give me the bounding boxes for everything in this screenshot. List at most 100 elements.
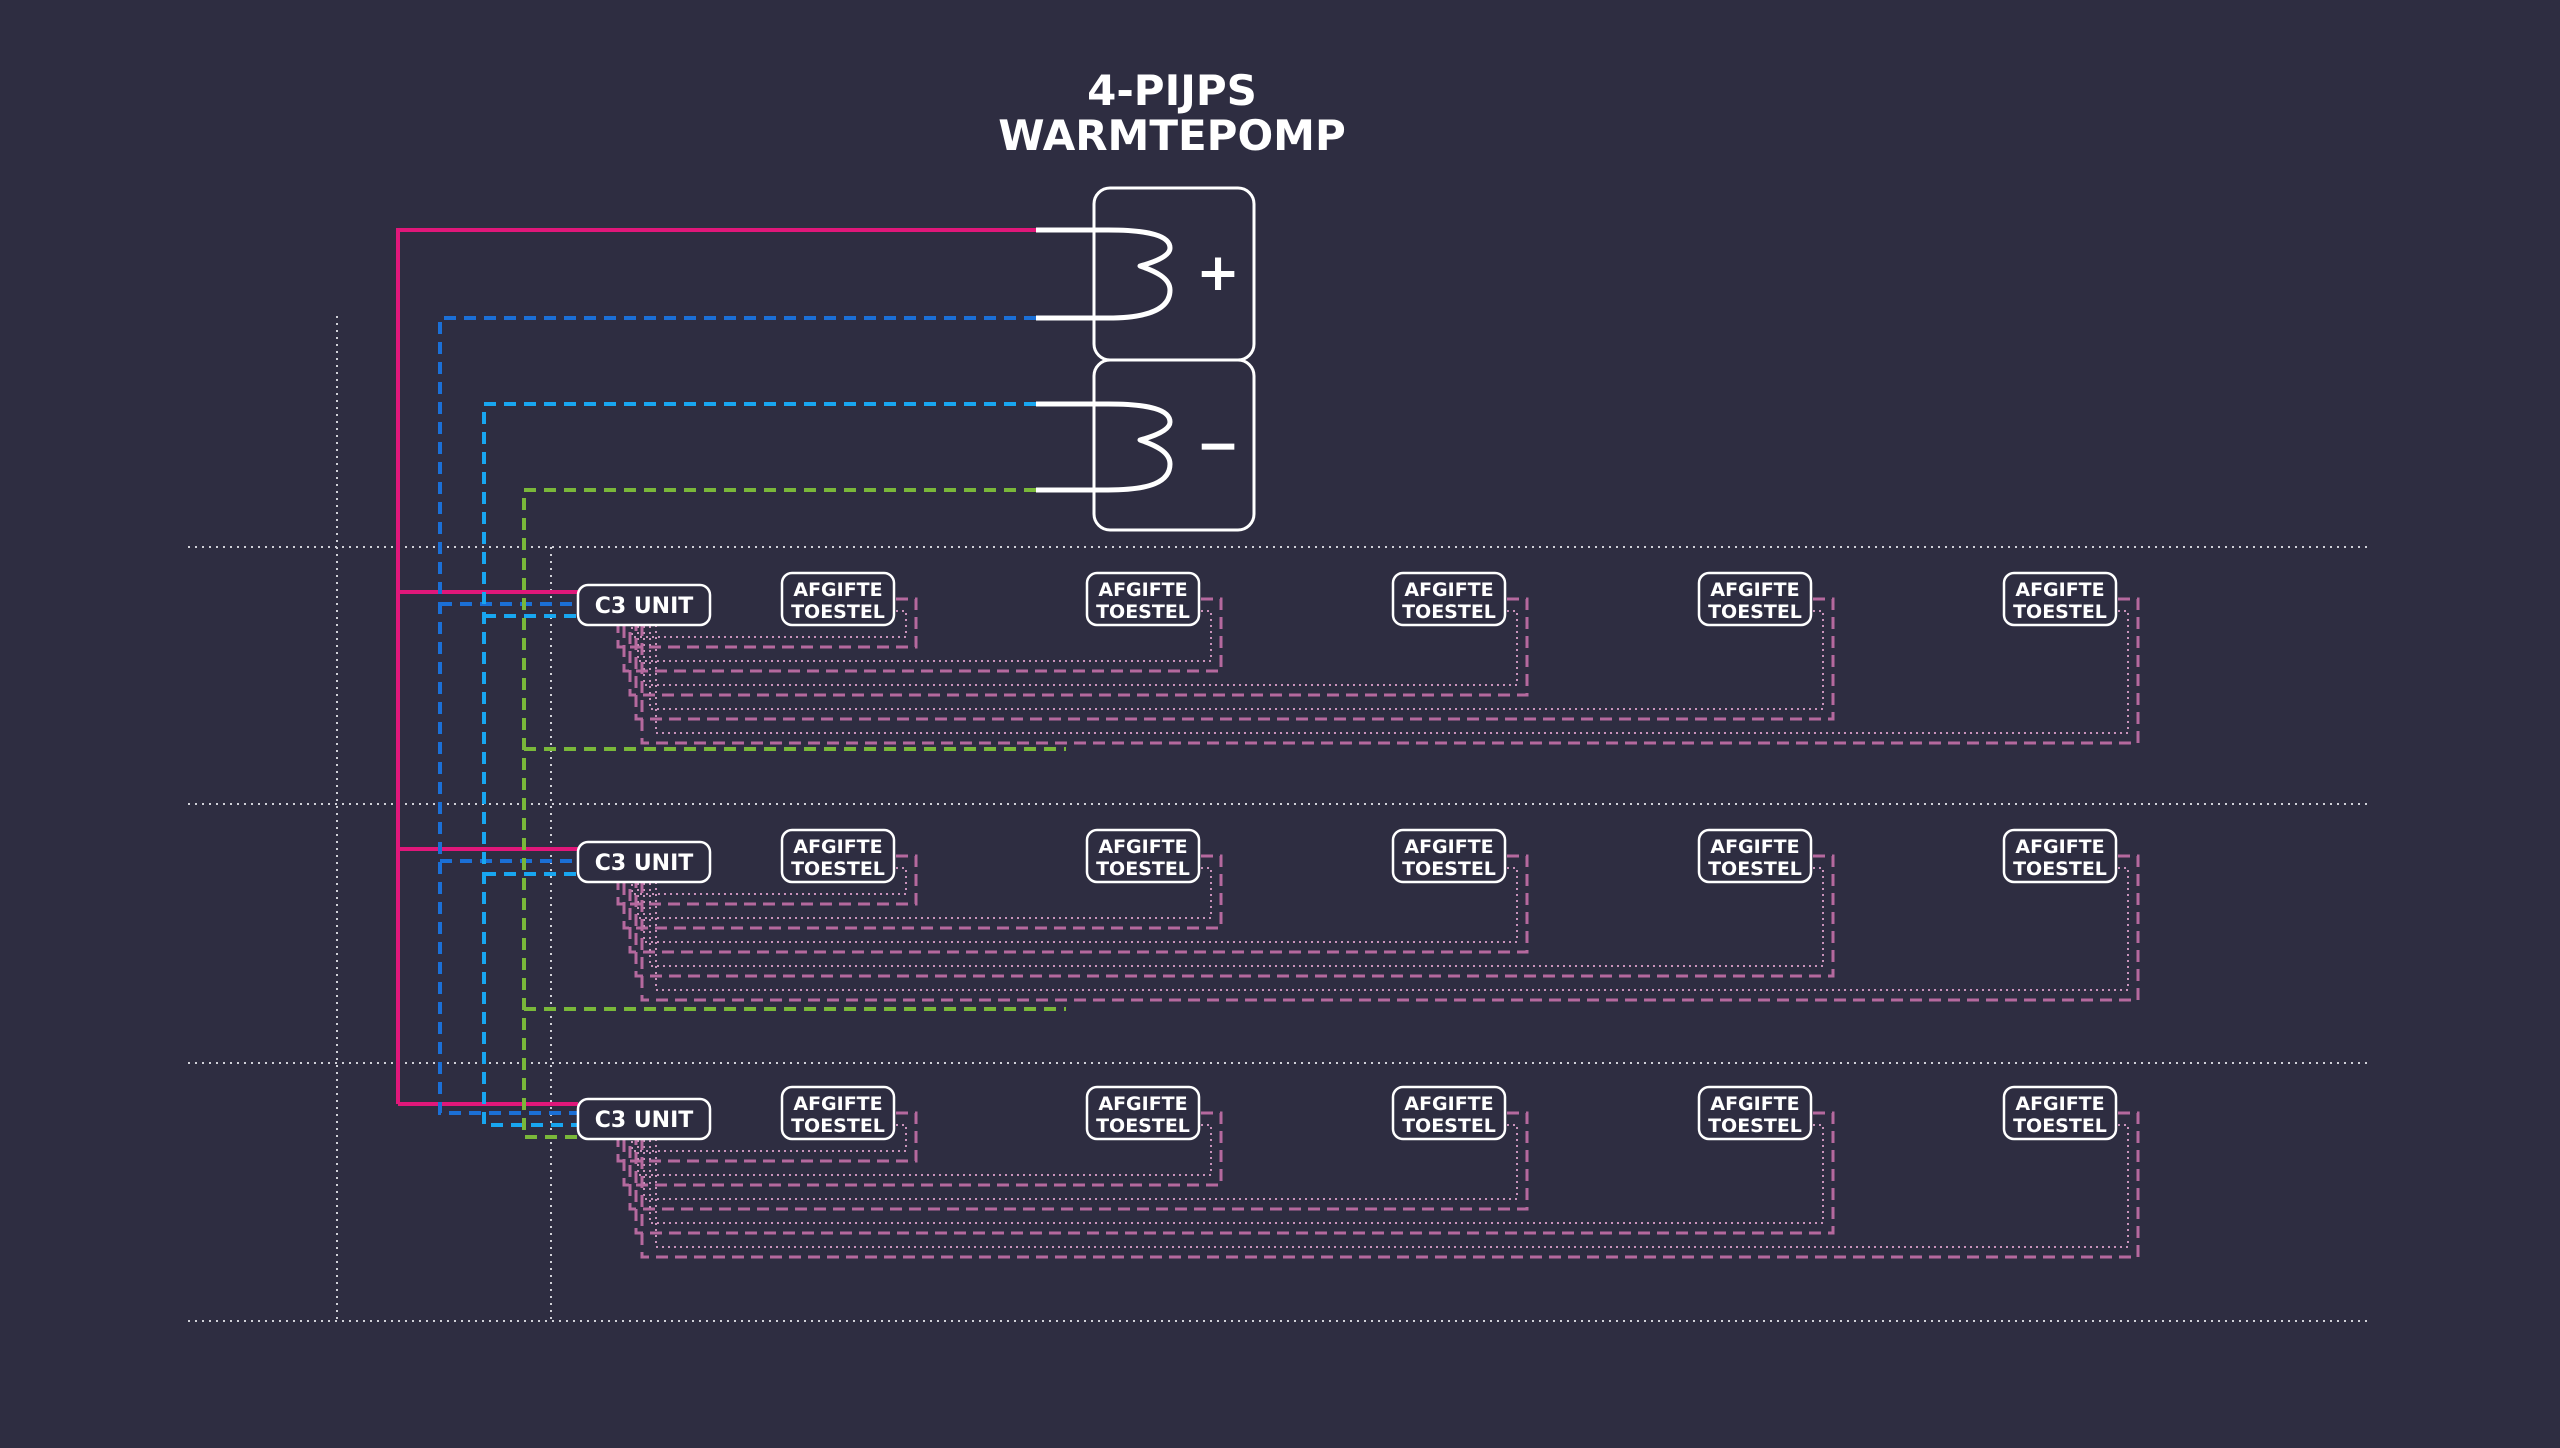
device-label-line-2: TOESTEL	[2013, 858, 2107, 880]
device-label-line-2: TOESTEL	[1402, 601, 1496, 623]
cold-return-pipe	[438, 316, 1036, 1115]
device-label-line-2: TOESTEL	[1096, 1115, 1190, 1137]
distribution-return-pipe	[655, 610, 2129, 734]
device-label-line-2: TOESTEL	[1708, 601, 1802, 623]
distribution-supply-pipe	[640, 597, 2140, 745]
distribution-supply-pipe	[622, 1111, 1223, 1187]
distribution-return-pipe	[637, 867, 1212, 919]
device-label-line-2: TOESTEL	[1402, 858, 1496, 880]
distribution-supply-pipe	[640, 854, 2140, 1002]
device-label-line-1: AFGIFTE	[2015, 1093, 2104, 1115]
floors: C3 UNITAFGIFTETOESTELAFGIFTETOESTELAFGIF…	[576, 571, 2140, 1259]
device-label-line-1: AFGIFTE	[1098, 1093, 1187, 1115]
device-label-line-2: TOESTEL	[791, 858, 885, 880]
main-pipes	[396, 228, 1066, 1139]
minus-symbol: −	[1196, 416, 1240, 476]
hot-supply-pipe	[396, 228, 1036, 1104]
distribution-supply-pipe	[628, 597, 1529, 697]
c3-unit-label: C3 UNIT	[595, 1108, 694, 1133]
c3-unit: C3 UNIT	[576, 583, 712, 627]
distribution-return-pipe	[631, 610, 907, 638]
distribution-return-pipe	[649, 1124, 1824, 1224]
distribution-return-pipe	[655, 1124, 2129, 1248]
device-label-line-1: AFGIFTE	[1098, 836, 1187, 858]
floor: C3 UNITAFGIFTETOESTELAFGIFTETOESTELAFGIF…	[576, 828, 2140, 1002]
c3-unit: C3 UNIT	[576, 840, 712, 884]
distribution-supply-pipe	[616, 597, 918, 649]
c3-unit: C3 UNIT	[576, 1097, 712, 1141]
c3-unit-label: C3 UNIT	[595, 851, 694, 876]
coil-icon	[1036, 227, 1173, 321]
device-label-line-1: AFGIFTE	[793, 1093, 882, 1115]
distribution-supply-pipe	[628, 1111, 1529, 1211]
heat-pump-minus-box	[1092, 358, 1256, 532]
distribution-return-pipe	[643, 867, 1518, 943]
distribution-supply-pipe	[634, 597, 1835, 721]
distribution-return-pipe	[631, 1124, 907, 1152]
distribution-return-pipe	[655, 867, 2129, 991]
device-label-line-2: TOESTEL	[1708, 858, 1802, 880]
device-label-line-2: TOESTEL	[2013, 601, 2107, 623]
device-label-line-2: TOESTEL	[1096, 601, 1190, 623]
device-label-line-2: TOESTEL	[1708, 1115, 1802, 1137]
distribution-supply-pipe	[640, 1111, 2140, 1259]
distribution-return-pipe	[643, 1124, 1518, 1200]
device-label-line-2: TOESTEL	[1096, 858, 1190, 880]
distribution-return-pipe	[637, 610, 1212, 662]
device-label-line-2: TOESTEL	[1402, 1115, 1496, 1137]
c3-unit-label: C3 UNIT	[595, 594, 694, 619]
device-label-line-1: AFGIFTE	[793, 836, 882, 858]
green-return-pipe	[522, 488, 1036, 1139]
device-label-line-1: AFGIFTE	[1710, 1093, 1799, 1115]
device-label-line-2: TOESTEL	[791, 601, 885, 623]
floor: C3 UNITAFGIFTETOESTELAFGIFTETOESTELAFGIF…	[576, 1085, 2140, 1259]
device-label-line-1: AFGIFTE	[1098, 579, 1187, 601]
device-label-line-2: TOESTEL	[791, 1115, 885, 1137]
heat-pump: + −	[1036, 186, 1256, 532]
distribution-supply-pipe	[622, 854, 1223, 930]
device-label-line-2: TOESTEL	[2013, 1115, 2107, 1137]
coil-icon	[1036, 401, 1173, 493]
floor-grid	[188, 316, 2372, 1322]
distribution-return-pipe	[649, 610, 1824, 710]
device-label-line-1: AFGIFTE	[793, 579, 882, 601]
distribution-return-pipe	[649, 867, 1824, 967]
title-line-1: 4-PIJPS	[1087, 66, 1257, 115]
title-line-2: WARMTEPOMP	[998, 111, 1345, 160]
distribution-return-pipe	[643, 610, 1518, 686]
device-label-line-1: AFGIFTE	[2015, 579, 2104, 601]
distribution-supply-pipe	[616, 854, 918, 906]
plus-symbol: +	[1196, 243, 1240, 303]
device-label-line-1: AFGIFTE	[1404, 1093, 1493, 1115]
distribution-supply-pipe	[628, 854, 1529, 954]
heat-pump-plus-unit: +	[1036, 186, 1256, 362]
floor: C3 UNITAFGIFTETOESTELAFGIFTETOESTELAFGIF…	[576, 571, 2140, 745]
distribution-return-pipe	[637, 1124, 1212, 1176]
device-label-line-1: AFGIFTE	[1710, 579, 1799, 601]
cold-supply-pipe	[482, 402, 1036, 1127]
heat-pump-minus-unit: −	[1036, 358, 1256, 532]
distribution-supply-pipe	[634, 854, 1835, 978]
distribution-supply-pipe	[622, 597, 1223, 673]
device-label-line-1: AFGIFTE	[2015, 836, 2104, 858]
device-label-line-1: AFGIFTE	[1404, 579, 1493, 601]
distribution-supply-pipe	[616, 1111, 918, 1163]
distribution-return-pipe	[631, 867, 907, 895]
distribution-supply-pipe	[634, 1111, 1835, 1235]
